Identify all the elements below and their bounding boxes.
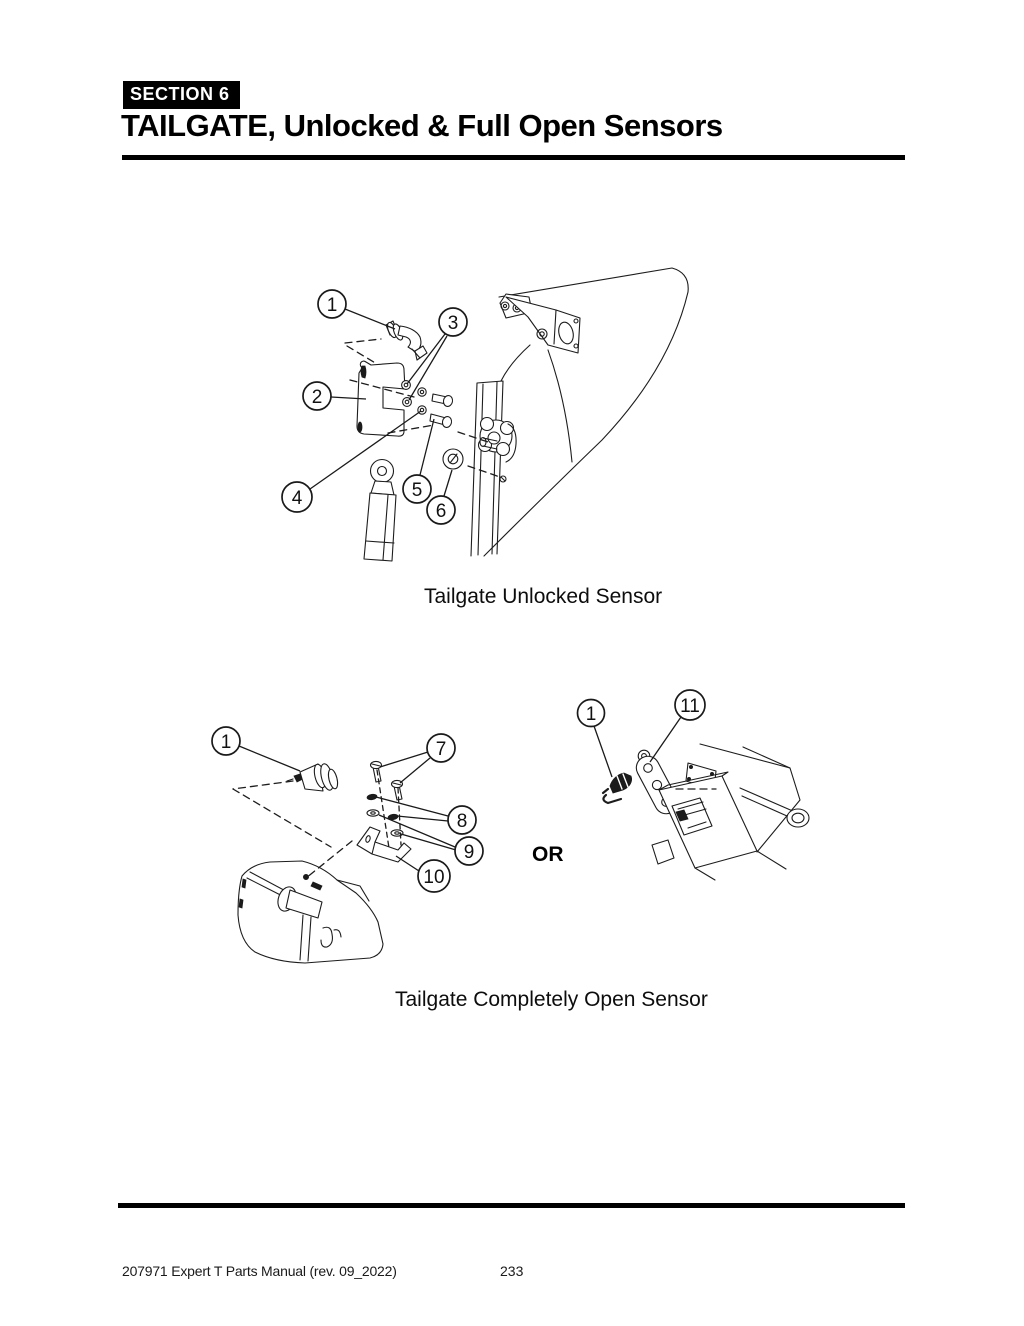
tailgate-corner-drawing xyxy=(238,861,383,963)
open-sensor-drawing xyxy=(287,763,339,792)
callout-7: 7 xyxy=(380,734,455,783)
svg-text:4: 4 xyxy=(292,488,303,509)
alignment-dashes xyxy=(345,339,500,477)
callout-5: 5 xyxy=(403,419,434,503)
svg-text:2: 2 xyxy=(312,387,323,408)
svg-text:6: 6 xyxy=(436,501,447,522)
section-badge: SECTION 6 xyxy=(123,81,240,109)
machine-body-drawing xyxy=(652,744,809,880)
tailgate-unlocked-diagram: 1 2 3 4 5 xyxy=(282,268,688,561)
callout-4: 4 xyxy=(282,411,421,512)
callout-8: 8 xyxy=(376,797,476,834)
callout-1-left: 1 xyxy=(212,727,300,771)
callout-6: 6 xyxy=(427,470,455,524)
or-label: OR xyxy=(532,843,564,866)
bolts-drawing xyxy=(430,394,454,428)
footer-page-number: 233 xyxy=(500,1263,524,1279)
svg-text:10: 10 xyxy=(423,867,444,888)
tailgate-body-drawing xyxy=(471,268,688,556)
svg-text:7: 7 xyxy=(436,739,447,760)
callout-1-right: 1 xyxy=(578,700,613,778)
open-sensor-alt-drawing xyxy=(603,773,632,803)
latch-knob-drawing xyxy=(479,418,517,483)
footer-document-ref: 207971 Expert T Parts Manual (rev. 09_20… xyxy=(122,1263,397,1279)
callout-11: 11 xyxy=(650,690,705,762)
callout-9: 9 xyxy=(379,815,483,865)
nut-drawing xyxy=(443,449,463,469)
screws-drawing xyxy=(371,761,403,800)
callout-10: 10 xyxy=(396,856,450,892)
svg-text:8: 8 xyxy=(457,811,468,832)
footer-divider xyxy=(118,1203,905,1208)
svg-text:3: 3 xyxy=(448,313,459,334)
svg-text:9: 9 xyxy=(464,842,475,863)
svg-text:1: 1 xyxy=(221,732,232,753)
tailgate-open-right-diagram: 1 11 xyxy=(578,690,810,880)
open-bracket-drawing xyxy=(357,827,411,862)
sensor-bracket-drawing xyxy=(357,361,426,436)
svg-text:11: 11 xyxy=(680,696,700,717)
unlocked-diagram-caption: Tailgate Unlocked Sensor xyxy=(424,585,663,608)
open-diagram-caption: Tailgate Completely Open Sensor xyxy=(395,988,708,1011)
lock-washer-drawing xyxy=(367,794,378,801)
callout-1: 1 xyxy=(318,290,395,329)
svg-text:1: 1 xyxy=(586,704,597,725)
svg-text:5: 5 xyxy=(412,480,423,501)
callout-2: 2 xyxy=(303,382,366,410)
callout-3: 3 xyxy=(407,308,467,400)
cylinder-drawing xyxy=(364,460,396,562)
page-title: TAILGATE, Unlocked & Full Open Sensors xyxy=(121,108,723,143)
svg-text:1: 1 xyxy=(327,295,338,316)
header-divider xyxy=(122,155,905,160)
flat-washers-drawing xyxy=(367,810,403,836)
unlocked-sensor-drawing xyxy=(386,321,427,360)
tailgate-open-left-diagram: 1 7 8 9 10 xyxy=(212,727,483,963)
